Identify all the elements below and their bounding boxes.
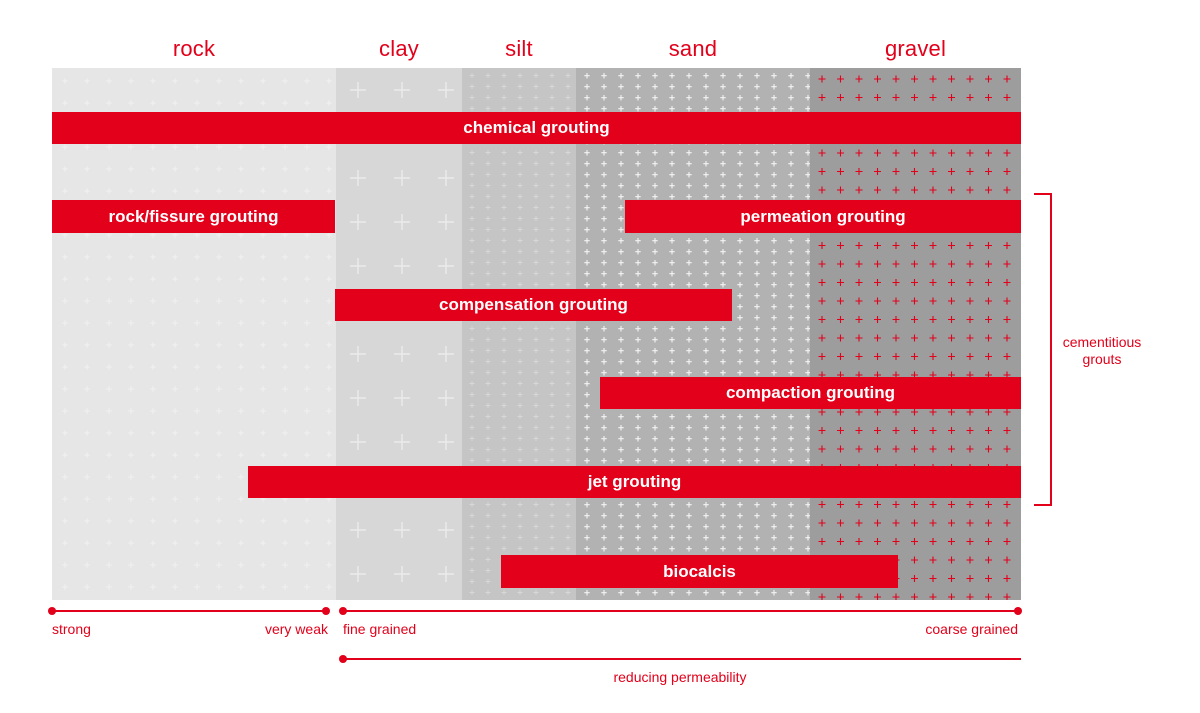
column-title-clay: clay (379, 36, 419, 61)
column-title-rock: rock (172, 36, 216, 61)
bar-jet-grouting: jet grouting (248, 466, 1021, 498)
axis-dot-coarse (1014, 607, 1022, 615)
bar-chemical-grouting: chemical grouting (52, 112, 1021, 144)
rock-plus-pattern-icon (52, 68, 336, 600)
column-title-silt: silt (505, 36, 533, 61)
label-fine-grained: fine grained (343, 621, 417, 637)
axis-dot-very-weak (322, 607, 330, 615)
permeability-axis (343, 658, 1021, 660)
diagram-grid (52, 68, 1021, 600)
column-title-sand: sand (668, 36, 718, 61)
gravel-plus-pattern-icon (810, 68, 1021, 600)
axis-dot-permeability (339, 655, 347, 663)
band-silt (462, 68, 576, 600)
label-coarse-grained: coarse grained (925, 621, 1018, 637)
column-title-gravel: gravel (884, 36, 947, 61)
band-rock (52, 68, 336, 600)
silt-plus-pattern-icon (462, 68, 576, 600)
label-very-weak: very weak (264, 621, 328, 637)
cementitious-bracket (1034, 193, 1052, 506)
bracket-label: cementitious grouts (1052, 334, 1152, 368)
band-sand (576, 68, 810, 600)
label-strong: strong (52, 621, 91, 637)
band-gravel (810, 68, 1021, 600)
band-clay (336, 68, 462, 600)
bar-rock-fissure-grouting: rock/fissure grouting (52, 200, 335, 233)
bracket-label-line1: cementitious (1062, 334, 1142, 350)
axis-dot-fine (339, 607, 347, 615)
bracket-label-line2: grouts (1082, 351, 1122, 367)
grain-size-axis (343, 610, 1018, 612)
label-reducing-permeability: reducing permeability (613, 669, 747, 685)
bar-permeation-grouting: permeation grouting (625, 200, 1021, 233)
clay-plus-pattern-icon (336, 68, 462, 600)
axis-dot-strong (48, 607, 56, 615)
bar-compensation-grouting: compensation grouting (335, 289, 732, 321)
sand-plus-pattern-icon (576, 68, 810, 600)
bar-biocalcis: biocalcis (501, 555, 898, 588)
rock-strength-axis (52, 610, 327, 612)
bar-compaction-grouting: compaction grouting (600, 377, 1021, 409)
